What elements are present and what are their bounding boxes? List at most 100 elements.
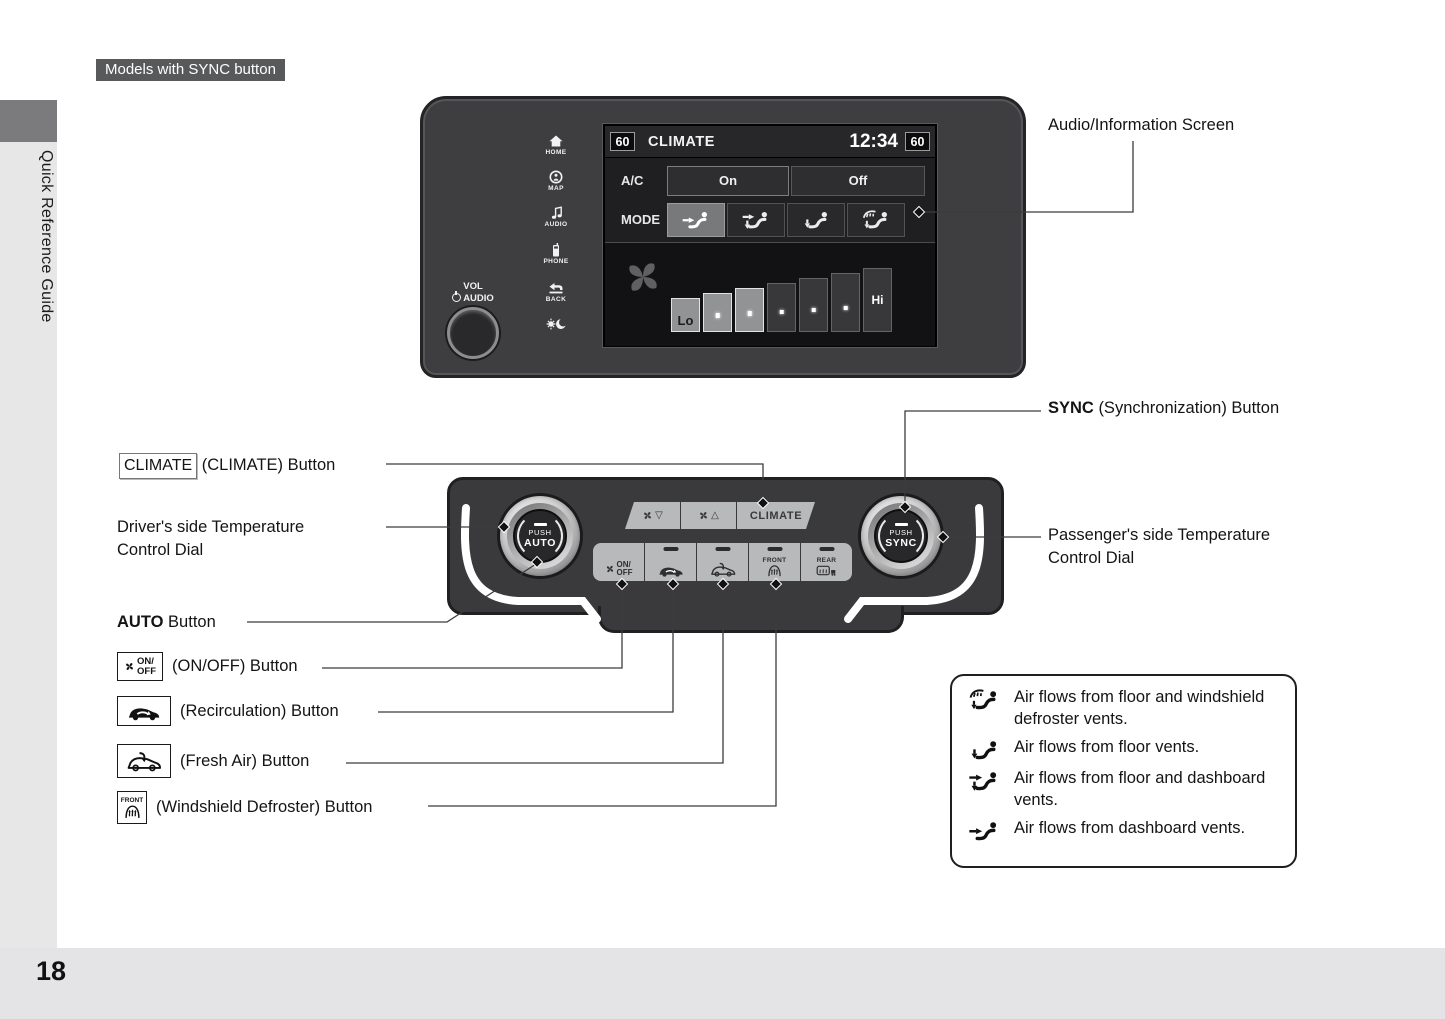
brightness-button[interactable]	[533, 317, 579, 332]
recirculation-icon	[127, 702, 161, 721]
legend-row: Air flows from floor and dashboard vents…	[968, 768, 1283, 811]
fresh-air-button[interactable]	[697, 543, 748, 581]
airflow-legend-box: Air flows from floor and windshield defr…	[950, 674, 1297, 868]
recirculation-button[interactable]	[645, 543, 696, 581]
climate-panel-lower-tab	[598, 606, 904, 633]
mode-floor-dashboard-vents-icon	[741, 210, 771, 230]
fresh-air-key-box	[117, 744, 171, 778]
climate-on-off-button[interactable]: ON/ OFF	[593, 543, 644, 581]
audio-label: AUDIO	[544, 221, 568, 228]
callout-auto-button: AUTO Button	[117, 611, 216, 634]
auto-bold: AUTO	[117, 613, 164, 631]
page-number: 18	[36, 956, 67, 986]
mode-label: MODE	[621, 212, 660, 227]
volume-knob[interactable]	[447, 307, 499, 359]
defrost-floor-vents-icon	[968, 689, 1000, 711]
fresh-air-icon	[126, 751, 162, 772]
fan-down-glyph: ▽	[655, 510, 663, 521]
onoff-line2: OFF	[616, 568, 633, 577]
brightness-icon	[546, 317, 566, 331]
fan-speed-bar[interactable]: Lo Hi	[671, 268, 895, 332]
recirculation-icon	[658, 563, 684, 577]
callout-passenger-dial: Passenger's side Temperature Control Dia…	[1048, 524, 1270, 570]
chapter-tab	[0, 100, 57, 142]
ac-off-button[interactable]: Off	[791, 165, 925, 196]
back-icon	[549, 281, 563, 295]
recirculation-rest: (Recirculation) Button	[180, 701, 339, 720]
fan-icon	[621, 255, 665, 299]
phone-label: PHONE	[543, 258, 569, 265]
fan-segment[interactable]	[767, 283, 796, 332]
mode-floor-dashboard-vents-button[interactable]	[727, 202, 785, 237]
fan-segment-lo[interactable]: Lo	[671, 298, 700, 332]
onoff-rest: (ON/OFF) Button	[172, 657, 298, 675]
rear-defroster-button[interactable]: REAR	[801, 543, 852, 581]
phone-button[interactable]: PHONE	[533, 243, 579, 265]
map-icon	[549, 170, 563, 184]
back-label: BACK	[545, 296, 567, 303]
fan-speed-down-button[interactable]: ▽	[625, 502, 680, 529]
climate-rest: (CLIMATE) Button	[201, 456, 336, 474]
fan-segment-hi[interactable]: Hi	[863, 268, 892, 332]
mode-dashboard-vents-icon	[681, 210, 711, 230]
fan-segment[interactable]	[735, 288, 764, 332]
legend-row: Air flows from floor vents.	[968, 737, 1283, 761]
fresh-air-icon	[710, 562, 736, 577]
back-button[interactable]: BACK	[533, 281, 579, 303]
volume-knob-label: VOL AUDIO	[441, 281, 505, 304]
windshield-defroster-button[interactable]: FRONT	[749, 543, 800, 581]
audio-knob-label: AUDIO	[463, 293, 494, 304]
climate-button[interactable]: CLIMATE	[737, 502, 815, 529]
callout-windshield-defroster-button: FRONT (Windshield Defroster) Button	[117, 791, 372, 824]
footer-bar	[0, 948, 1445, 1019]
callout-sync-button: SYNC (Synchronization) Button	[1048, 397, 1279, 420]
callout-fresh-air-button: (Fresh Air) Button	[117, 744, 309, 778]
audio-icon	[550, 206, 562, 220]
fan-segment[interactable]	[703, 293, 732, 332]
passenger-line2: Control Dial	[1048, 549, 1135, 567]
home-label: HOME	[545, 149, 567, 156]
legend-text: Air flows from dashboard vents.	[1014, 819, 1246, 837]
onoff-key-box: ON/OFF	[117, 652, 163, 681]
mode-floor-vents-button[interactable]	[787, 202, 845, 237]
panel-top-buttons: ▽ △ CLIMATE	[625, 502, 815, 529]
passenger-line1: Passenger's side Temperature	[1048, 526, 1271, 544]
passenger-temperature-dial[interactable]: PUSH SYNC	[861, 496, 941, 576]
fan-up-glyph: △	[711, 510, 719, 521]
callout-recirculation-button: (Recirculation) Button	[117, 696, 339, 726]
audio-head-unit: HOME MAP AUDIO PHONE BACK VOL AUDIO	[420, 96, 1026, 378]
map-label: MAP	[548, 185, 564, 192]
audio-information-screen[interactable]: 60 CLIMATE 12:34 60 A/C On Off MODE	[603, 124, 937, 347]
rear-label: REAR	[816, 557, 837, 564]
floor-vents-icon	[968, 739, 1000, 761]
screen-climate-rows: A/C On Off MODE	[605, 158, 935, 243]
sidebar-chapter-label: Quick Reference Guide	[38, 150, 55, 323]
front-defroster-icon	[767, 564, 782, 577]
fan-speed-up-button[interactable]: △	[681, 502, 736, 529]
sync-rest: (Synchronization) Button	[1098, 399, 1280, 417]
legend-row: Air flows from floor and windshield defr…	[968, 687, 1283, 730]
callout-driver-dial: Driver's side Temperature Control Dial	[117, 516, 304, 562]
fan-segment[interactable]	[799, 278, 828, 332]
mode-dashboard-vents-button[interactable]	[667, 202, 725, 237]
ac-on-button[interactable]: On	[667, 165, 789, 196]
audio-button[interactable]: AUDIO	[533, 206, 579, 228]
fan-icon	[642, 510, 653, 521]
legend-text: Air flows from floor and dashboard vents…	[1014, 769, 1266, 809]
climate-key-box: CLIMATE	[119, 453, 198, 479]
front-defroster-icon	[124, 804, 141, 819]
driver-temperature-dial[interactable]: PUSH AUTO	[500, 496, 580, 576]
legend-text: Air flows from floor vents.	[1014, 738, 1200, 756]
onoff-line1: ON/	[616, 560, 631, 569]
mode-defrost-floor-vents-button[interactable]	[847, 202, 905, 237]
phone-icon	[552, 243, 560, 257]
home-button[interactable]: HOME	[533, 134, 579, 156]
mode-floor-vents-icon	[801, 210, 831, 230]
screen-header: 60 CLIMATE 12:34 60	[605, 126, 935, 158]
rear-defroster-icon	[816, 564, 837, 577]
fan-icon	[605, 564, 615, 574]
ac-label: A/C	[621, 173, 644, 188]
map-button[interactable]: MAP	[533, 170, 579, 192]
fan-segment[interactable]	[831, 273, 860, 332]
